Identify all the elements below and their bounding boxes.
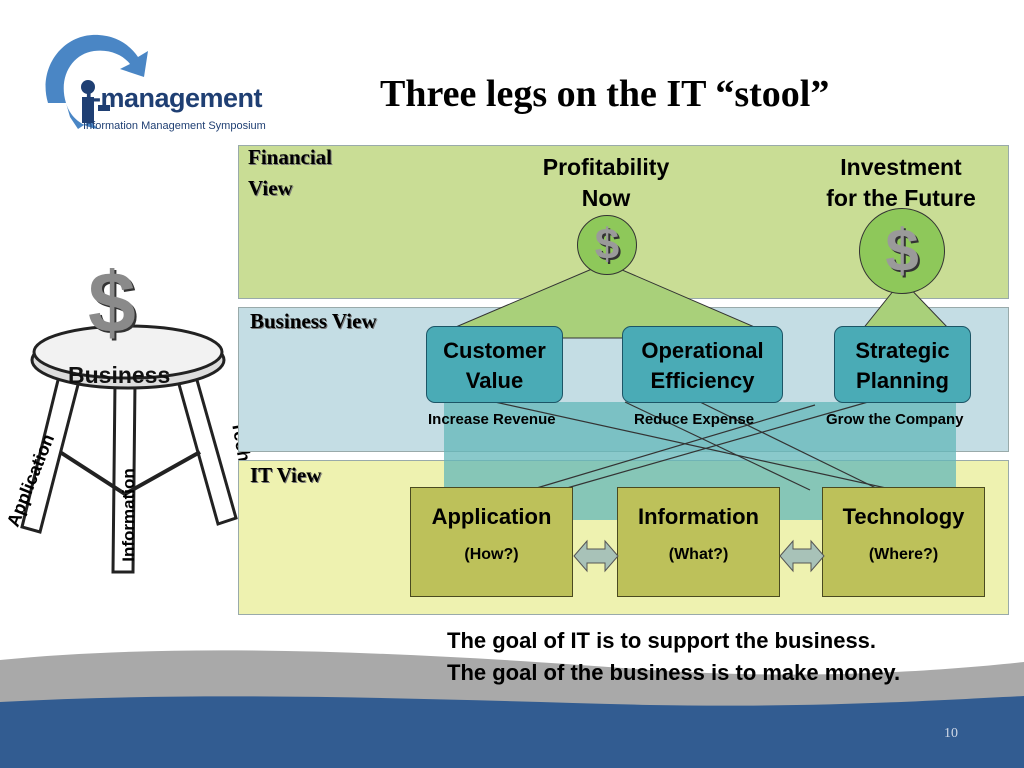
page-number: 10 xyxy=(944,726,958,741)
double-arrow-icon xyxy=(573,539,619,573)
increase-revenue-label: Increase Revenue xyxy=(428,411,556,428)
logo-name: i-management xyxy=(85,83,263,113)
stool-illustration xyxy=(20,324,238,574)
business-view-label: Business View xyxy=(250,309,377,333)
information-box: Information (What?) xyxy=(617,487,780,597)
stool-seat-label: Business xyxy=(68,362,171,388)
strategic-planning-box: Strategic Planning xyxy=(834,326,971,403)
profitability-dollar-icon: $ xyxy=(577,215,637,275)
customer-value-box: Customer Value xyxy=(426,326,563,403)
logo-arrow-icon xyxy=(45,34,148,129)
financial-view-label: Financial View xyxy=(248,145,333,200)
it-view-label: IT View xyxy=(250,463,322,487)
logo: i-management Information Management Symp… xyxy=(30,25,295,137)
double-arrow-icon xyxy=(779,539,825,573)
goal-statement-business: The goal of the business is to make mone… xyxy=(447,660,901,685)
stool-dollar-icon: $ xyxy=(88,255,136,351)
page-title: Three legs on the IT “stool” xyxy=(380,73,830,115)
logo-tagline: Information Management Symposium xyxy=(83,120,266,132)
goal-statement-it: The goal of IT is to support the busines… xyxy=(447,628,877,653)
operational-efficiency-box: Operational Efficiency xyxy=(622,326,783,403)
grow-company-label: Grow the Company xyxy=(826,411,964,428)
investment-dollar-icon: $ xyxy=(859,208,945,294)
reduce-expense-label: Reduce Expense xyxy=(634,411,755,428)
application-box: Application (How?) xyxy=(410,487,573,597)
profitability-heading: Profitability Now xyxy=(542,154,670,211)
investment-heading: Investment for the Future xyxy=(826,154,976,211)
technology-box: Technology (Where?) xyxy=(822,487,985,597)
